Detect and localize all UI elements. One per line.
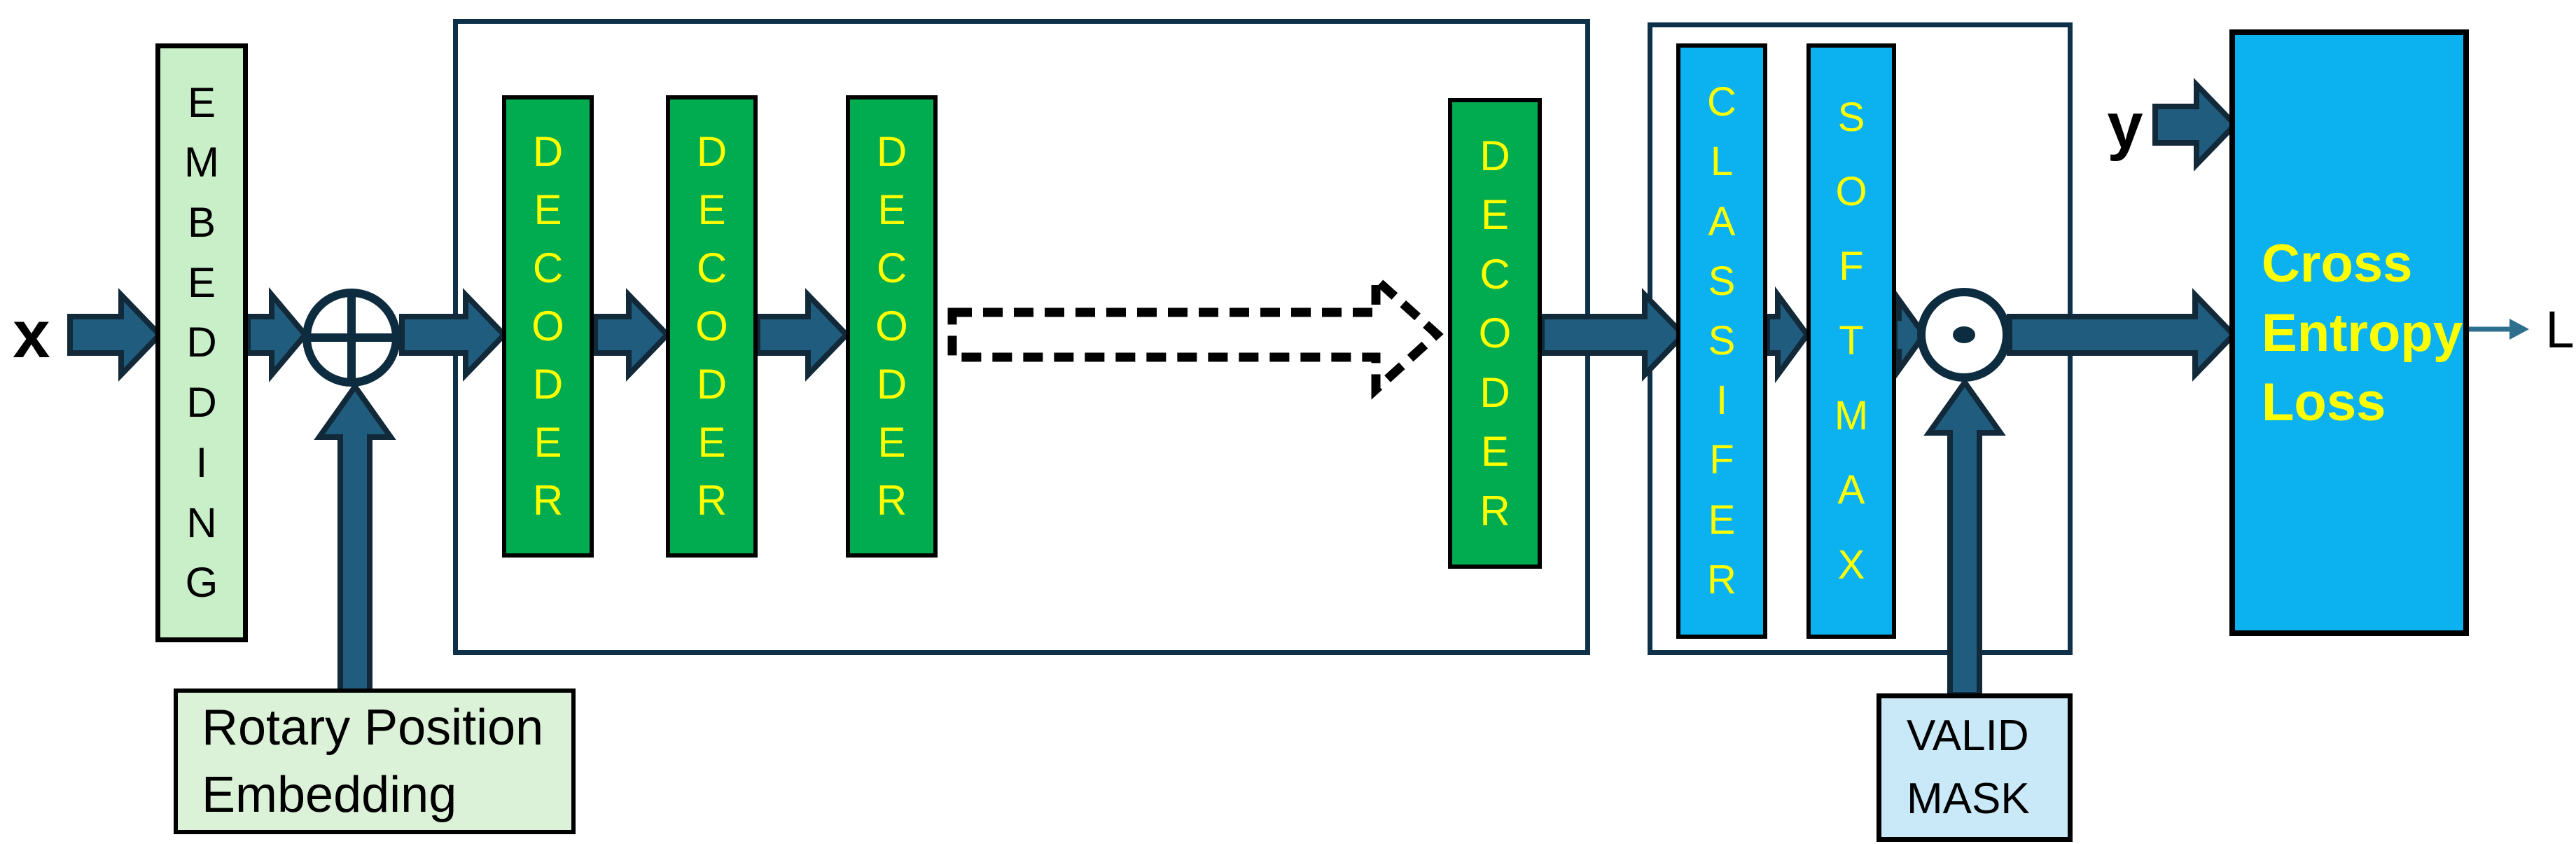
arrow-decoder4-to-classifier	[1539, 288, 1687, 382]
block-letter: R	[876, 477, 907, 524]
block-letter: R	[696, 477, 727, 524]
block-letter: G	[185, 559, 218, 607]
rotary-label-line2: Embedding	[202, 767, 457, 823]
block-letter: O	[1835, 169, 1867, 214]
target-y-label: y	[2107, 90, 2143, 162]
arrow-decoder2-to-decoder3	[755, 288, 851, 382]
block-letter: E	[697, 419, 726, 466]
block-letter: A	[1708, 198, 1736, 244]
block-letter: R	[1707, 556, 1736, 602]
valid-mask-label-line1: VALID	[1907, 712, 2029, 760]
block-letter: E	[534, 186, 562, 233]
arrow-classifier-to-softmax	[1764, 286, 1811, 384]
elementwise-product-operator-icon	[1917, 288, 2011, 382]
block-letter: E	[697, 186, 726, 233]
block-letter: F	[1839, 243, 1864, 289]
block-letter: O	[1478, 310, 1512, 357]
block-letter: M	[1834, 392, 1869, 438]
ellipsis-dashed-arrow	[947, 269, 1444, 400]
arrow-y-to-crossentropy	[2152, 78, 2239, 172]
arrow-x-to-embedding	[67, 288, 164, 382]
block-letter: T	[1839, 318, 1864, 364]
block-letter: O	[531, 303, 564, 350]
block-letter: E	[187, 258, 216, 306]
arrow-validmask-to-product	[1923, 378, 2006, 698]
arrow-embedding-to-sum	[245, 287, 309, 382]
block-letter: D	[696, 128, 727, 175]
block-letter: R	[1480, 487, 1510, 534]
block-letter: C	[532, 244, 564, 291]
valid-mask-block: VALID MASK	[1877, 693, 2073, 842]
block-letter: S	[1708, 258, 1736, 304]
valid-mask-label-line2: MASK	[1907, 775, 2030, 823]
block-letter: X	[1837, 541, 1865, 588]
block-letter: D	[532, 361, 564, 408]
block-letter: F	[1709, 437, 1734, 483]
block-letter: D	[1480, 132, 1510, 179]
block-letter: C	[1707, 79, 1736, 125]
block-letter: E	[1480, 191, 1510, 238]
cross-entropy-label-line3: Loss	[2262, 372, 2386, 432]
block-letter: D	[532, 128, 564, 175]
block-letter: S	[1837, 94, 1865, 140]
block-letter: I	[1715, 378, 1728, 424]
block-letter: N	[186, 499, 217, 546]
arrow-product-to-crossentropy	[2007, 288, 2238, 382]
block-letter: O	[875, 303, 908, 350]
sum-operator-icon	[302, 289, 401, 387]
block-letter: D	[876, 361, 907, 408]
block-letter: E	[877, 186, 906, 233]
block-letter: D	[696, 361, 727, 408]
block-letter: M	[184, 139, 219, 186]
cross-entropy-label-line1: Cross	[2262, 233, 2413, 293]
block-letter: E	[1480, 428, 1510, 475]
block-letter: S	[1708, 317, 1736, 364]
block-letter: I	[195, 438, 208, 486]
arrow-sum-to-decoder1	[399, 288, 508, 382]
block-letter: O	[695, 303, 728, 350]
block-letter: D	[186, 379, 217, 427]
input-x-label: x	[13, 296, 50, 372]
block-letter: D	[876, 128, 907, 175]
block-letter: C	[876, 244, 907, 291]
arrow-decoder1-to-decoder2	[592, 288, 671, 382]
arrow-rotary-to-sum	[314, 382, 396, 695]
block-letter: C	[696, 244, 727, 291]
cross-entropy-label-line2: Entropy	[2262, 303, 2463, 363]
block-letter: A	[1837, 467, 1865, 513]
block-letter: B	[187, 199, 216, 247]
block-letter: D	[1480, 368, 1510, 416]
loss-L-label: L	[2545, 300, 2575, 359]
block-letter: E	[877, 419, 906, 466]
rotary-label-line1: Rotary Position	[202, 700, 544, 756]
block-letter: L	[1710, 139, 1734, 185]
cross-entropy-loss-block: Cross Entropy Loss	[2229, 29, 2469, 636]
block-letter: E	[534, 419, 562, 466]
block-letter: D	[186, 319, 217, 366]
block-letter: R	[532, 477, 564, 524]
loss-output-arrow	[2467, 319, 2529, 340]
block-letter: E	[187, 78, 216, 126]
block-letter: E	[1708, 497, 1736, 543]
block-letter: C	[1480, 250, 1510, 298]
rotary-position-embedding-block: Rotary Position Embedding	[174, 689, 576, 834]
